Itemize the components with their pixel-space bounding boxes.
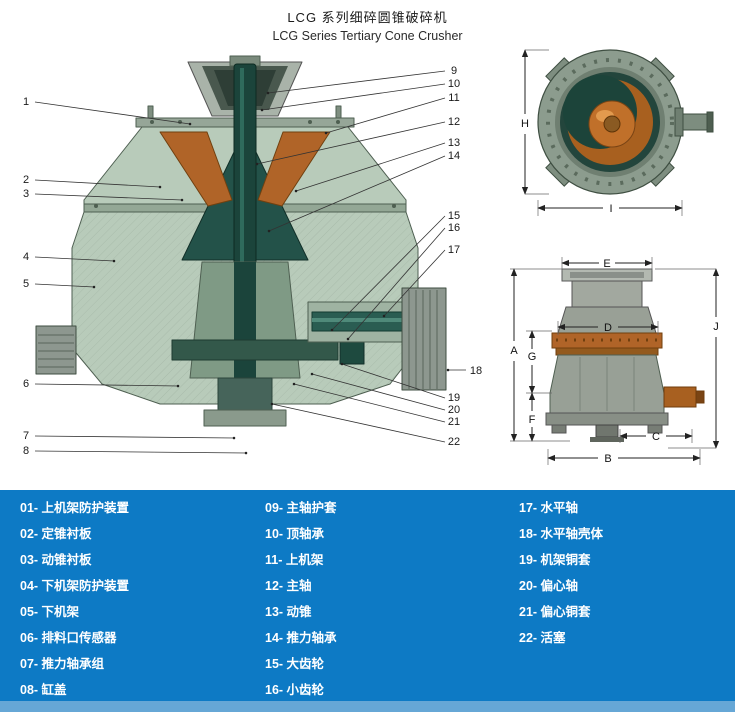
flange-bolts <box>94 120 396 208</box>
crusher-side-view <box>545 268 705 442</box>
upper-cylinder <box>571 280 643 308</box>
legend-item-10: 10- 顶轴承 <box>265 527 325 541</box>
legend-item-14: 14- 推力轴承 <box>265 631 337 645</box>
fixed-liner-right <box>257 131 331 207</box>
dim-label-e: E <box>603 258 610 270</box>
page-title-en: LCG Series Tertiary Cone Crusher <box>272 29 463 43</box>
callout-16: 16 <box>448 222 460 234</box>
callout-20: 20 <box>448 404 460 416</box>
legend-item-09: 09- 主轴护套 <box>265 501 337 515</box>
dim-label-a: A <box>510 345 518 357</box>
legend-item-06: 06- 排料口传感器 <box>20 631 117 645</box>
legend-item-05: 05- 下机架 <box>20 605 80 619</box>
page-header: LCG 系列细碎圆锥破碎机 LCG Series Tertiary Cone C… <box>0 7 735 43</box>
dim-label-c: C <box>652 431 660 443</box>
large-gear <box>171 339 339 361</box>
dim-d: D <box>557 321 659 335</box>
callout-14: 14 <box>448 150 460 162</box>
dim-label-g: G <box>528 351 537 363</box>
callout-2: 2 <box>23 174 29 186</box>
dim-c: C <box>619 429 693 443</box>
legend-item-22: 22- 活塞 <box>519 631 566 645</box>
dim-label-f: F <box>529 414 536 426</box>
callout-15: 15 <box>448 210 460 222</box>
foot <box>551 424 567 434</box>
dim-label-d: D <box>604 322 612 334</box>
left-flange <box>35 325 77 375</box>
callout-1: 1 <box>23 96 29 108</box>
cross-section-diagram: 1 2 3 4 5 6 7 8 9 10 11 12 13 14 15 16 1… <box>23 55 482 457</box>
dim-i: I <box>537 200 683 216</box>
dim-a: A <box>510 268 570 442</box>
dim-label-h: H <box>521 118 529 130</box>
cone-cap <box>603 115 621 133</box>
legend-item-16: 16- 小齿轮 <box>265 683 325 697</box>
dim-f: F <box>529 392 536 442</box>
legend-item-03: 03- 动锥衬板 <box>20 553 92 567</box>
legend-item-08: 08- 缸盖 <box>20 683 67 697</box>
crusher-top-view <box>537 49 714 195</box>
legend-item-07: 07- 推力轴承组 <box>20 657 105 671</box>
callout-17: 17 <box>448 244 460 256</box>
legend-footer-strip <box>0 701 735 712</box>
dim-b: B <box>547 449 701 465</box>
crusher-machine <box>35 55 447 427</box>
legend-item-18: 18- 水平轴壳体 <box>519 527 604 541</box>
dim-label-b: B <box>604 453 611 465</box>
legend-item-02: 02- 定锥衬板 <box>20 527 92 541</box>
legend-item-04: 04- 下机架防护装置 <box>20 579 130 593</box>
fixed-liner-left <box>159 131 233 207</box>
legend-item-20: 20- 偏心轴 <box>519 579 579 593</box>
legend-item-01: 01- 上机架防护装置 <box>20 501 130 515</box>
callout-3: 3 <box>23 188 29 200</box>
callout-6: 6 <box>23 378 29 390</box>
legend-item-19: 19- 机架铜套 <box>519 553 591 567</box>
shaft-housing-side <box>663 386 705 408</box>
callout-12: 12 <box>448 116 460 128</box>
dim-g: G <box>526 330 552 394</box>
dim-label-j: J <box>713 321 719 333</box>
legend-item-15: 15- 大齿轮 <box>265 657 325 671</box>
callout-9: 9 <box>451 65 457 77</box>
callout-11: 11 <box>448 92 459 104</box>
leader-lines <box>34 70 466 455</box>
callout-22: 22 <box>448 436 460 448</box>
dim-j: J <box>655 268 720 449</box>
legend-panel: 01- 上机架防护装置 02- 定锥衬板 03- 动锥衬板 04- 下机架防护装… <box>0 490 735 712</box>
side-shaft <box>674 107 714 137</box>
dim-label-i: I <box>609 203 612 215</box>
legend-item-21: 21- 偏心铜套 <box>519 605 591 619</box>
legend-item-17: 17- 水平轴 <box>519 501 579 515</box>
bolt-ring <box>546 58 674 186</box>
callout-19: 19 <box>448 392 460 404</box>
legend-item-11: 11- 上机架 <box>265 553 324 567</box>
legend-item-12: 12- 主轴 <box>265 579 312 593</box>
bottom-stub <box>590 424 624 442</box>
callout-10: 10 <box>448 78 460 90</box>
legend-column-2: 09- 主轴护套 10- 顶轴承 11- 上机架 12- 主轴 13- 动锥 1… <box>265 495 337 703</box>
callout-18: 18 <box>470 365 482 377</box>
side-view-diagram: E A G F J <box>510 257 720 465</box>
top-view-diagram: H I <box>521 49 714 216</box>
base-flange <box>545 412 669 426</box>
adjustment-ring <box>551 332 663 349</box>
piston-cylinder <box>203 377 287 427</box>
dim-h: H <box>521 49 549 195</box>
drive-shaft-assembly <box>307 301 441 343</box>
callout-13: 13 <box>448 137 460 149</box>
main-shaft <box>229 55 261 315</box>
legend-column-1: 01- 上机架防护装置 02- 定锥衬板 03- 动锥衬板 04- 下机架防护装… <box>20 495 129 703</box>
callout-8: 8 <box>23 445 29 457</box>
legend-item-13: 13- 动锥 <box>265 605 312 619</box>
legend-column-3: 17- 水平轴 18- 水平轴壳体 19- 机架铜套 20- 偏心轴 21- 偏… <box>519 495 603 651</box>
callout-5: 5 <box>23 278 29 290</box>
foot <box>647 424 663 434</box>
page-title-zh: LCG 系列细碎圆锥破碎机 <box>287 10 448 25</box>
drive-pulley <box>401 287 447 391</box>
callout-21: 21 <box>448 416 460 428</box>
callout-7: 7 <box>23 430 29 442</box>
callout-numbers: 1 2 3 4 5 6 7 8 9 10 11 12 13 14 15 16 1… <box>23 65 482 457</box>
callout-4: 4 <box>23 251 29 263</box>
